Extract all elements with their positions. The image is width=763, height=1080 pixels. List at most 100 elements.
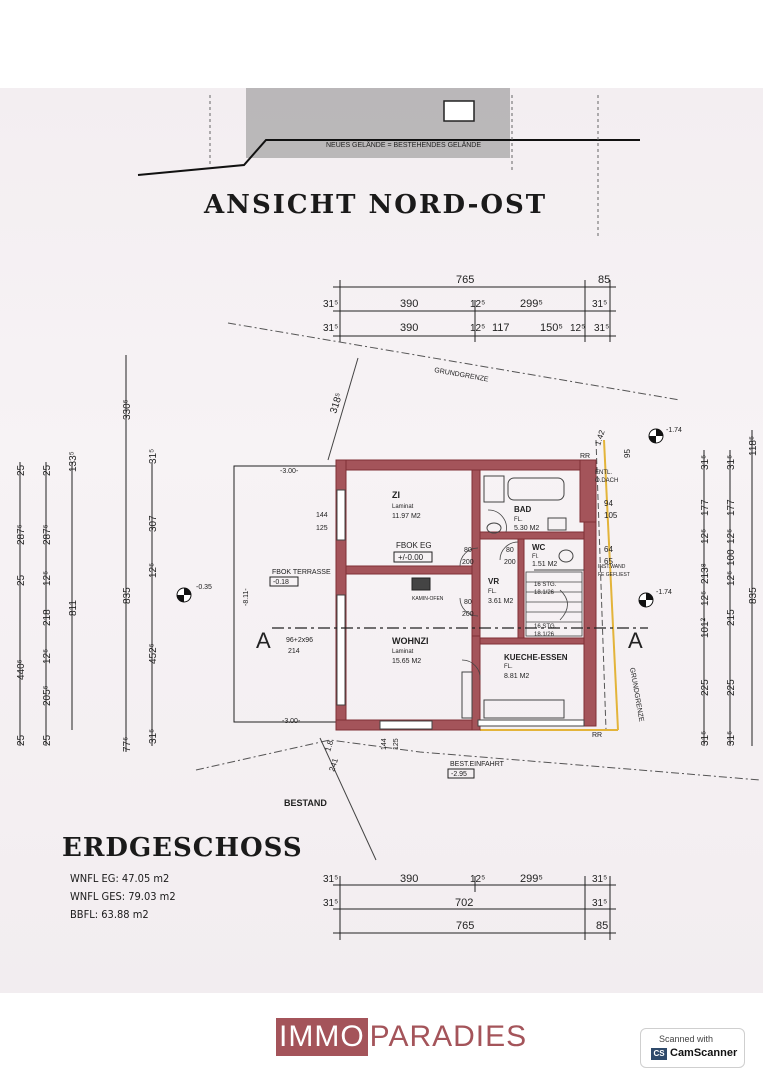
l2-1: 287⁵ [42,524,53,545]
terrain-note: NEUES GELÄNDE = BESTEHENDES GELÄNDE [326,141,481,149]
grundgrenze-label: GRUNDGRENZE [434,367,490,383]
wall-center-lower [471,635,481,731]
door-80c: 80 [506,547,514,554]
property-boundary [227,322,681,401]
level-markers [176,428,664,608]
r1-6: 225 [700,679,711,696]
kamin-ofen [411,577,431,591]
room-bad-name: BAD [514,505,532,514]
r2-6: 225 [726,679,737,696]
door-bad [487,509,507,533]
level-marker-fill [649,429,663,443]
camscanner-badge: Scanned with CS CamScanner [640,1028,745,1068]
l3-1: 811 [68,600,79,616]
dim-bot-r1-4: 31⁵ [592,874,607,885]
room-kueche-area: 8.81 M2 [504,673,529,680]
r1-0: 31⁵ [700,455,711,470]
wall-bad [479,531,585,540]
room-kueche-name: KUECHE-ESSEN [504,653,568,662]
l5-2: 12⁵ [148,563,159,578]
stg2: 16 STG. [534,624,557,630]
level-marker-fill [639,593,653,607]
section-a-right: A [628,628,643,653]
bad-toilet [486,522,502,534]
dim-18: 1.8 [323,739,335,753]
fe-gefliest-label: FE GEFLIEST [598,572,630,578]
cs-logo-icon: CS [651,1048,667,1060]
level-811: -8.11- [243,588,250,606]
door-200b: 200 [462,611,474,618]
l1-0: 25 [16,464,27,476]
logo-immo: IMMO [276,1018,368,1056]
annotations: FBOK EG +/-0.00 FBOK TERRASSE -0.18 -0.3… [196,427,682,808]
fbok-terrasse: FBOK TERRASSE [272,569,331,576]
right-dimensions [703,430,753,746]
dim-bot-r1-0: 31⁵ [323,874,338,885]
level-right-top: -1.74 [666,427,682,434]
l5-0: 31⁵ [148,449,159,464]
room-vr-floor: FL. [488,589,497,595]
camscanner-text: CamScanner [670,1047,738,1059]
kitchen-counter [461,671,473,719]
room-labels: ZI Laminat 11.97 M2 BAD FL. 5.30 M2 WC F… [392,490,568,680]
window-214: 214 [288,648,300,655]
level-marker-fill [177,588,191,602]
room-vr-name: VR [488,577,499,586]
boundary-right-dash [595,439,607,731]
level-left: -0.35 [196,584,212,591]
door-wohnzi [459,597,479,617]
door-kueche [461,659,481,681]
dim-top-r1-1: 390 [400,298,418,310]
l5-1: 307 [148,515,159,532]
window-2x96: 96+2x96 [286,637,313,644]
bot-125: 125 [393,738,400,750]
window-zi [336,489,346,541]
dim-top-r2-3: 117 [492,322,510,334]
bestand-guide [319,737,377,861]
logo-paradies: PARADIES [369,1020,528,1053]
bot-144: 144 [381,738,388,750]
fbok-eg-box [393,551,433,563]
room-wohnzi-name: WOHNZI [392,636,429,646]
door-200c: 200 [504,559,516,566]
area-wnfl-ges: WNFL GES: 79.03 m2 [70,890,176,903]
scanned-sheet [0,88,763,993]
l2-0: 25 [42,464,53,476]
r1-3: 213⁸ [700,563,711,584]
wall-right-lower [583,521,597,727]
dim-bot-r1-3: 299⁵ [520,873,543,885]
room-wc-floor: Fl. [532,554,539,560]
fbok-terrasse-val: -0.18 [273,579,289,586]
level-right-mid: -1.74 [656,589,672,596]
dim-94: 94 [604,499,613,508]
stair-arc [559,589,568,621]
bottom-dimensions [333,876,616,940]
elevation-facade [246,88,510,158]
dim-top-r2-0: 31⁵ [323,323,338,334]
r3-1: 835 [748,587,759,604]
wall-right-upper [579,459,597,523]
einfahrt-box [447,768,475,779]
room-kueche-floor: FL. [504,664,513,670]
dim-bot-r1-2: 12⁵ [470,874,485,885]
inst-wand-label: INST.WAND [598,564,626,570]
r1-2: 12⁵ [700,529,711,544]
stair-outline [525,571,583,637]
room-zi-floor: Laminat [392,504,414,510]
level-bottom-left: -3.00- [282,718,301,725]
l4-0: 330⁵ [122,399,133,420]
room-zi-area: 11.97 M2 [392,513,421,520]
dim-top-r2-2: 12⁵ [470,323,485,334]
room-zi-name: ZI [392,490,400,500]
l5-4: 31⁵ [148,729,159,744]
r1-4: 12⁵ [700,591,711,606]
lower-boundary [195,739,761,781]
room-wc-area: 1.51 M2 [532,561,557,568]
l2-5: 205⁵ [42,685,53,706]
einfahrt-label: BEST.EINFAHRT [450,761,505,768]
r2-3: 100 [726,549,737,566]
l3-0: 133⁵ [68,451,79,472]
dim-bot-total: 765 [456,920,474,932]
wall-top [335,459,597,471]
dim-bot-r2-2: 31⁵ [592,898,607,909]
